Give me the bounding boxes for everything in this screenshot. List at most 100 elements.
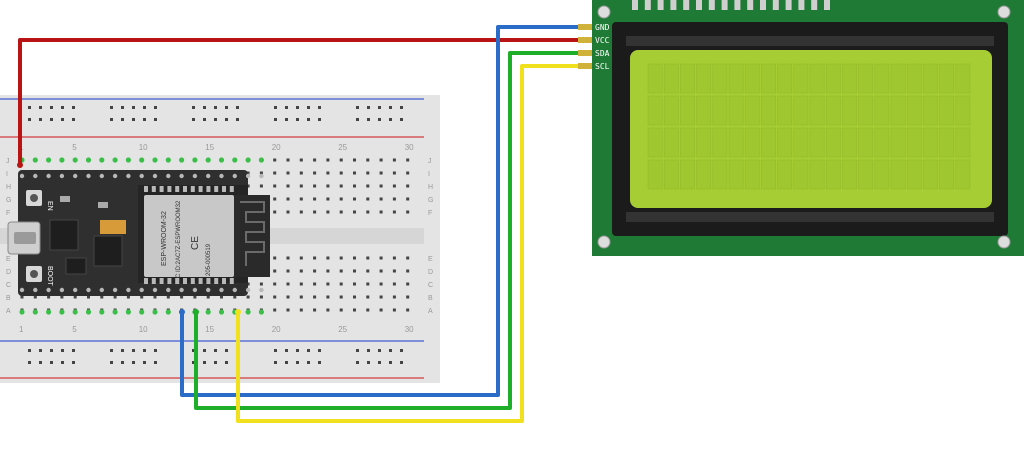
rail-hole [143,118,146,121]
esp32-pin [46,309,52,315]
terminal-hole [100,295,104,299]
terminal-hole [406,256,410,260]
capacitor [100,220,126,234]
terminal-hole [286,171,290,175]
rail-hole [400,361,403,364]
module-pad [175,186,180,192]
lcd-char-cell [663,127,679,158]
rail-hole [307,361,310,364]
wire-gnd-blue[interactable] [180,25,578,397]
terminal-hole [326,210,330,214]
column-number: 15 [205,143,214,152]
esp32-pin [59,157,65,163]
terminal-hole [379,282,383,286]
lcd-char-cell [825,63,841,94]
module-pad [198,278,203,284]
lcd-char-cell [923,127,938,158]
terminal-hole [273,308,277,312]
terminal-hole [406,158,410,162]
lcd-char-cell [890,63,906,94]
lcd-char-cell [761,127,776,158]
rail-hole [389,118,392,121]
rail-hole [296,361,299,364]
terminal-hole [299,308,303,312]
terminal-hole [326,197,330,201]
terminal-hole [353,282,356,286]
rail-hole [378,106,381,109]
terminal-hole [326,184,330,188]
wire-vcc-red[interactable] [18,38,578,165]
terminal-hole [353,295,356,299]
wire-sda-green[interactable] [194,51,578,410]
esp-module-shield [144,195,234,277]
terminal-hole [273,295,277,299]
lcd-char-cell [809,95,825,126]
lcd-char-cell [923,159,938,190]
wire-scl-yellow[interactable] [236,64,578,423]
lcd-char-cell [793,159,809,190]
lcd-char-cell [696,159,712,190]
rail-hole [50,118,53,121]
rail-hole [367,349,370,352]
terminal-hole [246,184,250,188]
terminal-hole [366,308,370,312]
lcd-char-cell [761,63,776,94]
terminal-hole [379,256,383,260]
rail-hole [285,361,288,364]
rail-hole [192,106,195,109]
rail-hole [307,118,310,121]
rail-hole [192,361,195,364]
wire-end-dot [179,309,185,315]
module-pad [144,186,148,192]
rail-hole [274,349,277,352]
row-letter: F [428,210,432,217]
rail-hole [50,361,53,364]
row-letter: E [6,256,11,263]
terminal-hole [392,184,396,188]
terminal-hole [326,158,330,162]
column-number: 20 [272,325,281,334]
rail-hole [400,106,403,109]
lcd-char-cell [825,95,841,126]
lcd-bezel-top-strip [626,36,994,46]
lcd-char-cell [680,159,695,190]
row-letter: E [428,256,433,263]
lcd-char-cell [712,127,728,158]
rail-hole [72,118,75,121]
terminal-hole [406,269,410,273]
lcd-char-cell [809,127,825,158]
terminal-hole [33,295,37,299]
wire-end-dot [17,162,23,168]
esp32-pad [206,173,211,179]
terminal-hole [353,308,356,312]
pin-label-sda: SDA [595,49,610,58]
esp32-pad [33,173,38,179]
terminal-hole [233,295,237,299]
terminal-hole [273,158,277,162]
terminal-hole [326,282,330,286]
terminal-hole [366,197,370,201]
rail-hole [61,361,64,364]
esp32-pad [33,287,38,293]
terminal-hole [140,295,144,299]
lcd-char-cell [858,63,874,94]
column-number: 5 [72,143,77,152]
lcd-header-pin [824,0,830,10]
terminal-hole [299,256,303,260]
terminal-hole [392,210,396,214]
lcd-char-cell [793,127,809,158]
esp32-pin [125,309,131,315]
esp32-pad [139,173,144,179]
lcd-char-cell [728,127,744,158]
lcd-char-cell [858,159,874,190]
module-pad [175,278,180,284]
terminal-hole [246,171,250,175]
terminal-hole [339,184,343,188]
esp32-pad [166,173,171,179]
row-letter: J [428,158,432,165]
lcd-char-cell [906,95,922,126]
esp32-pin [139,309,145,315]
row-letter: C [6,282,11,289]
terminal-hole [339,269,343,273]
module-pad [214,278,219,284]
